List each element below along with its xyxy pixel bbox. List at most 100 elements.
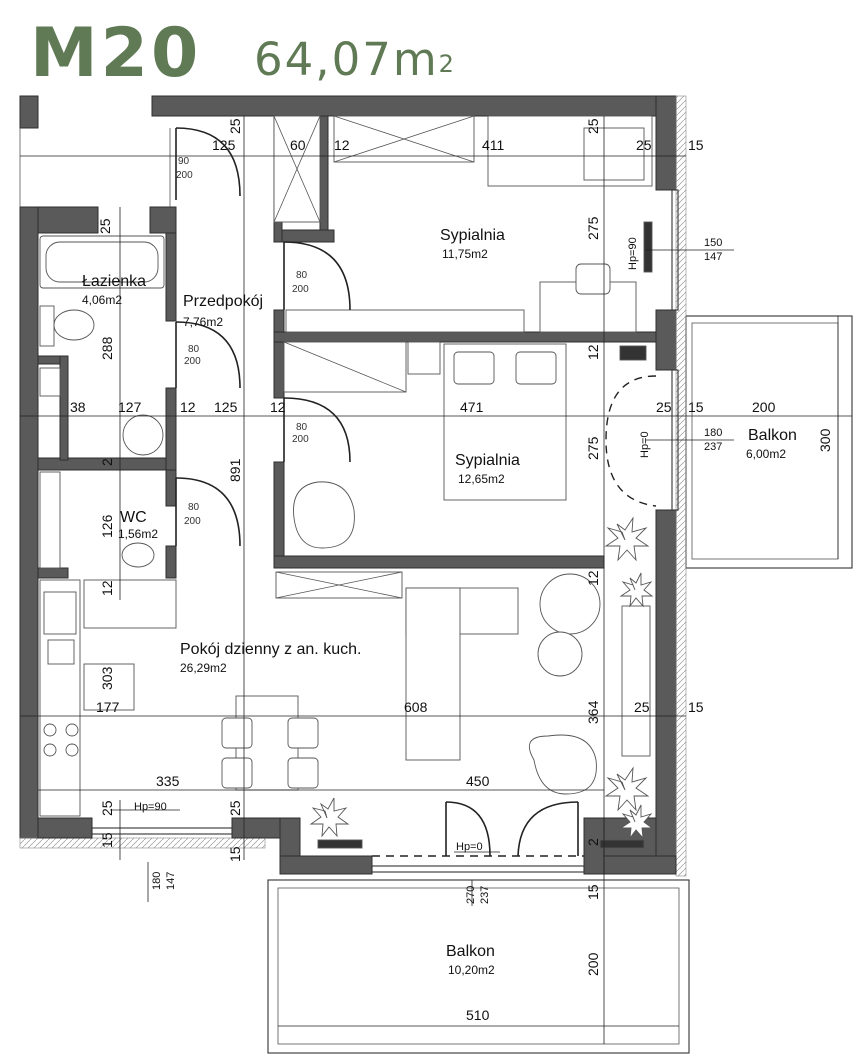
apartment-code: M20 <box>30 14 202 93</box>
room-area-przedpokoj: 7,76m2 <box>183 315 223 329</box>
dim-mid-7: 15 <box>688 399 704 415</box>
window-2-width: 180 <box>151 872 163 890</box>
dim-vert-14: 15 <box>99 832 115 848</box>
window-0-width: 150 <box>704 237 722 249</box>
door-labels: 90 200 80 200 80 200 80 200 80 200 <box>176 156 309 527</box>
room-area-sypialnia-1: 11,75m2 <box>442 247 488 261</box>
room-name-sypialnia-2: Sypialnia <box>455 452 520 469</box>
dim-vert-12: 25 <box>99 800 115 816</box>
window-3-height: 237 <box>479 886 491 904</box>
room-area-wc: 1,56m2 <box>118 527 158 541</box>
dim-vert-15: 15 <box>227 846 243 862</box>
dim-vert-17: 300 <box>817 428 833 452</box>
dim-vert-4: 275 <box>585 436 601 460</box>
apartment-area: 64,07m2 <box>254 30 454 90</box>
dim-vert-18: 200 <box>585 952 601 976</box>
window-2-label: Hp=90 <box>134 801 167 813</box>
door-2-height: 200 <box>184 356 201 367</box>
dimension-texts: 125 60 12 411 25 15 25 38 127 12 125 12 … <box>70 118 833 1023</box>
apartment-area-unit-exponent: 2 <box>438 50 454 78</box>
room-area-lazienka: 4,06m2 <box>82 293 122 307</box>
dim-vert-6: 12 <box>585 570 601 586</box>
dim-low-1: 608 <box>404 699 428 715</box>
furniture <box>39 115 653 849</box>
plan-header: M20 64,07m2 <box>0 0 863 95</box>
window-3-width: 270 <box>465 886 477 904</box>
dim-mid-1: 127 <box>118 399 142 415</box>
dim-mid-5: 471 <box>460 399 484 415</box>
dim-mid-8: 200 <box>752 399 776 415</box>
doors <box>175 241 657 857</box>
dim-vert-11: 364 <box>585 700 601 724</box>
room-name-lazienka: Łazienka <box>82 273 146 290</box>
dim-vert-16: 15 <box>585 884 601 900</box>
dim-bottom-0: 335 <box>156 773 180 789</box>
dim-vert-1: 25 <box>585 118 601 134</box>
dim-low-2: 25 <box>634 699 650 715</box>
dim-vert-8: 126 <box>99 514 115 538</box>
dim-mid-2: 12 <box>180 399 196 415</box>
dim-vert-5: 12 <box>585 344 601 360</box>
door-1-width: 80 <box>296 270 308 281</box>
dim-balcony-width: 510 <box>466 1007 490 1023</box>
dim-vert-10: 303 <box>99 666 115 690</box>
dim-top-3: 411 <box>482 137 505 153</box>
dim-mid-6: 25 <box>656 399 672 415</box>
room-labels: Sypialnia 11,75m2 Sypialnia 12,65m2 Łazi… <box>82 227 797 977</box>
dim-vert-7: 891 <box>227 458 243 482</box>
dim-low-0: 177 <box>96 699 120 715</box>
dim-low-3: 15 <box>688 699 704 715</box>
walls <box>19 95 687 877</box>
dim-top-0: 125 <box>212 137 236 153</box>
dim-vert-3: 275 <box>585 216 601 240</box>
door-2-width: 80 <box>188 344 200 355</box>
room-name-przedpokoj: Przedpokój <box>183 293 263 310</box>
dim-mid-0: 38 <box>70 399 86 415</box>
room-area-balkon-east: 6,00m2 <box>746 447 786 461</box>
door-3-height: 200 <box>292 434 309 445</box>
window-2-height: 147 <box>165 872 177 890</box>
room-name-balkon-east: Balkon <box>748 427 797 444</box>
dim-top-5: 15 <box>688 137 704 153</box>
window-0-height: 147 <box>704 251 722 263</box>
window-labels: Hp=90 150 147 Hp=0 180 237 Hp=90 180 147… <box>134 237 722 904</box>
dim-vert-2: 288 <box>99 336 115 360</box>
dim-top-6: 25 <box>227 118 243 134</box>
dim-mid-4: 12 <box>270 399 286 415</box>
room-name-balkon-south: Balkon <box>446 943 495 960</box>
door-1-height: 200 <box>292 284 309 295</box>
dim-vert-9: 12 <box>99 580 115 596</box>
dim-vert-13: 25 <box>227 800 243 816</box>
door-4-height: 200 <box>184 516 201 527</box>
window-3-label: Hp=0 <box>456 841 483 853</box>
dim-bottom-1: 450 <box>466 773 490 789</box>
balcony-south-outline <box>267 879 690 1054</box>
room-area-balkon-south: 10,20m2 <box>448 963 495 977</box>
door-3-width: 80 <box>296 422 308 433</box>
room-name-pokoj-dzienny: Pokój dzienny z an. kuch. <box>180 641 361 658</box>
dim-vert-19: 2 <box>99 458 115 466</box>
dim-vert-0: 25 <box>97 218 113 234</box>
door-4-width: 80 <box>188 502 200 513</box>
room-name-sypialnia-1: Sypialnia <box>440 227 505 244</box>
window-1-height: 237 <box>704 441 722 453</box>
door-0-width: 90 <box>178 156 190 167</box>
window-0-label: Hp=90 <box>627 237 639 270</box>
room-area-sypialnia-2: 12,65m2 <box>458 472 505 486</box>
room-area-pokoj-dzienny: 26,29m2 <box>180 661 227 675</box>
dimension-lines <box>20 116 852 1044</box>
apartment-area-value: 64,07m <box>254 33 439 86</box>
window-1-label: Hp=0 <box>639 431 651 458</box>
dim-top-1: 60 <box>290 137 306 153</box>
window-symbols <box>110 249 734 853</box>
neighbor-unit <box>19 127 241 207</box>
dim-top-4: 25 <box>636 137 652 153</box>
door-0-height: 200 <box>176 170 193 181</box>
dim-mid-3: 125 <box>214 399 238 415</box>
room-name-wc: WC <box>120 509 147 526</box>
dim-vert-20: 2 <box>585 838 601 846</box>
plants <box>309 516 654 840</box>
window-1-width: 180 <box>704 427 722 439</box>
dim-top-2: 12 <box>334 137 350 153</box>
